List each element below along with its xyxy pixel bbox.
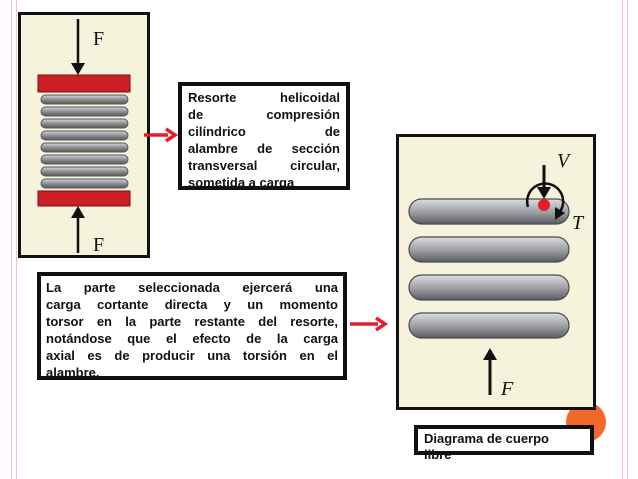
cut-section-marker <box>538 199 550 211</box>
spring-cut-coils <box>408 198 570 339</box>
background-rule <box>11 0 12 479</box>
background-rule <box>16 0 17 479</box>
torque-label: T <box>572 212 585 234</box>
force-label-bottom: F <box>93 234 104 256</box>
axial-force-arrowhead <box>483 348 497 360</box>
spring-bottom-plate <box>37 190 131 207</box>
background-rule <box>622 0 623 479</box>
text-line: alambre. <box>46 365 100 380</box>
text-line: libre <box>424 447 452 462</box>
spring-top-plate <box>37 74 131 93</box>
force-arrowhead-bottom <box>71 206 85 218</box>
text-line: Diagrama de cuerpo <box>424 431 549 446</box>
text-line: cilíndrico de <box>188 124 340 139</box>
axial-force-label: F <box>500 378 514 400</box>
text-line: alambre de sección <box>188 141 340 156</box>
text-line: sometida a carga <box>188 175 295 190</box>
free-body-panel: V T F <box>396 134 596 410</box>
torque-arrow <box>525 182 565 214</box>
text-line: Resorte helicoidal <box>188 90 340 105</box>
text-line: torsor en la parte restante del resorte, <box>46 314 338 329</box>
spring-coils <box>40 94 129 189</box>
text-line: de compresión <box>188 107 340 122</box>
free-body-caption-box: Diagrama de cuerpo libre <box>414 425 594 462</box>
text-line: transversal circular, <box>188 158 340 173</box>
text-line: carga cortante directa y un momento <box>46 297 338 312</box>
torque-arrowhead <box>555 207 565 220</box>
spring-illustration: F F <box>37 19 131 256</box>
text-line: La parte seleccionada ejercerá una <box>46 280 338 295</box>
spring-panel: F F <box>18 12 150 258</box>
explanation-box: La parte seleccionada ejercerá una carga… <box>37 272 347 380</box>
spring-description-box: Resorte helicoidal de compresión cilíndr… <box>178 82 350 190</box>
shear-arrowhead <box>537 187 551 199</box>
text-line: axial es de producir una torsión en el <box>46 348 338 363</box>
force-arrowhead-top <box>71 63 85 75</box>
text-line: notándose que el efecto de la carga <box>46 331 338 346</box>
force-label-top: F <box>93 28 104 50</box>
background-rule <box>627 0 628 479</box>
free-body-illustration: V T F <box>408 150 585 400</box>
shear-label: V <box>557 150 572 172</box>
